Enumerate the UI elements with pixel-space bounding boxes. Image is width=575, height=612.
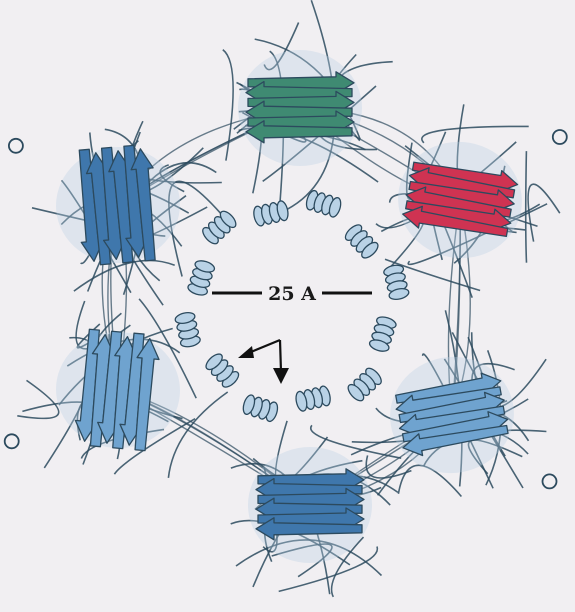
subunit-bottom — [248, 447, 372, 563]
arrow-down — [280, 340, 281, 372]
backbone-loop — [526, 151, 527, 263]
subunit-top — [238, 50, 362, 166]
scale-bar-label: 25 A — [268, 283, 316, 305]
